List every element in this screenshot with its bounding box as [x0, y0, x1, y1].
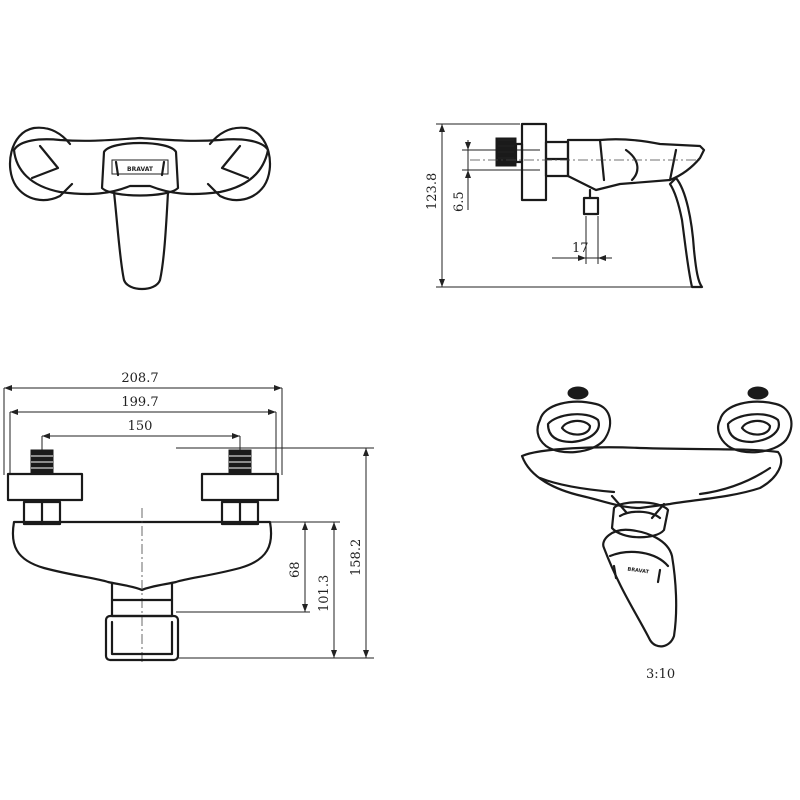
scale-label: 3:10: [646, 667, 675, 682]
dim-overall-width: 208.7: [121, 371, 158, 386]
logo-brackets: [114, 160, 166, 177]
mixer-body: [12, 136, 270, 196]
logo-plate: [111, 159, 169, 175]
handle-collar: [100, 141, 180, 197]
dim-spout-label: 17: [572, 241, 589, 256]
dim-flange-width: 199.7: [121, 395, 158, 410]
front-logo: BRAVAT: [127, 166, 154, 173]
dim-101-label: 101.3: [317, 575, 332, 612]
lever: [112, 190, 170, 291]
iso-collar: [610, 501, 670, 539]
side-spout: [582, 196, 600, 216]
left-flange: [6, 472, 84, 502]
iso-body: [520, 446, 783, 510]
iso-right-inlet: [747, 386, 769, 400]
side-escutcheon: [520, 122, 548, 202]
dim-68-label: 68: [288, 561, 303, 578]
dim-offset-label: 6.5: [452, 191, 467, 212]
aerator: [104, 614, 180, 662]
body-contour-left: [30, 144, 60, 180]
dim-158-label: 158.2: [349, 539, 364, 576]
bottom-view: 208.7 199.7 150: [3, 371, 374, 662]
iso-logo-brackets: [612, 564, 662, 584]
iso-left-inlet: [567, 386, 589, 400]
iso-logo: BRAVAT: [627, 567, 650, 576]
iso-body-contours: [538, 466, 772, 496]
side-lever: [668, 176, 704, 289]
dim-inlet-spacing: 150: [128, 419, 153, 434]
left-escutcheon: [8, 126, 74, 202]
dim-height-label: 123.8: [425, 173, 440, 210]
iso-view: BRAVAT 3:10: [520, 386, 793, 682]
iso-lever: [602, 528, 678, 648]
side-view: 123.8 6.5 17: [425, 122, 706, 289]
right-flange: [200, 472, 280, 502]
front-view: BRAVAT: [8, 126, 272, 291]
iso-left-escutcheon: [536, 400, 612, 454]
right-escutcheon: [206, 126, 272, 202]
iso-right-escutcheon: [717, 400, 793, 454]
body-contour-right: [220, 144, 250, 180]
